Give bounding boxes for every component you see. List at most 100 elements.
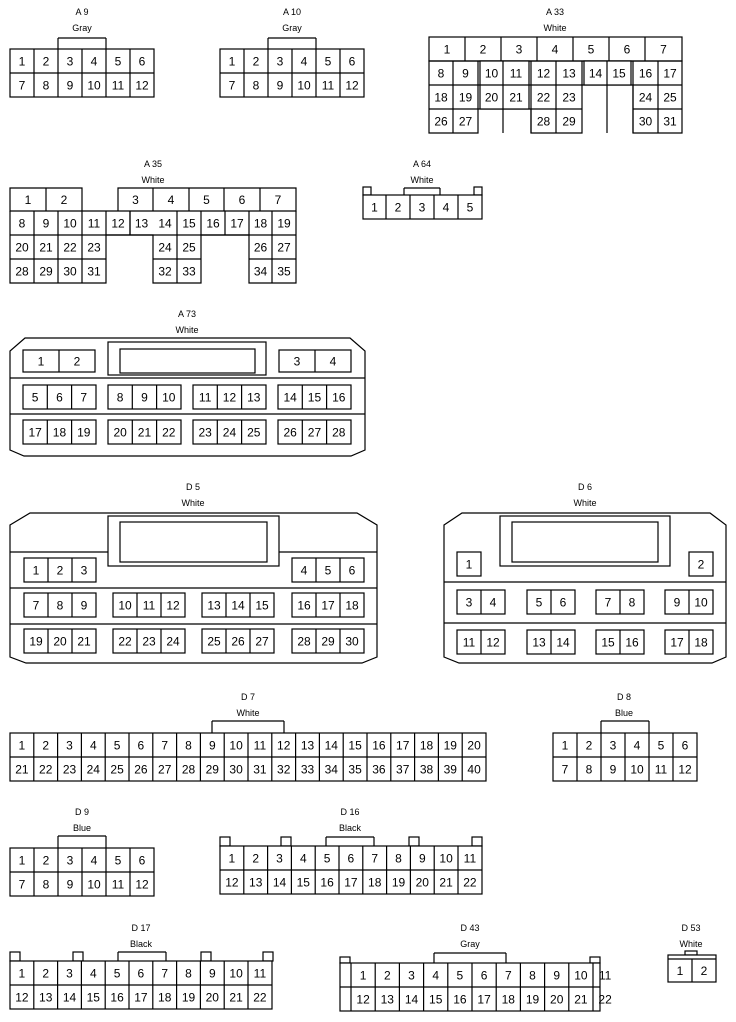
pin-block — [201, 628, 275, 654]
pin-number: 27 — [459, 114, 473, 128]
pin-number: 4 — [90, 966, 97, 980]
pin-number: 3 — [294, 354, 301, 368]
pin-number: 29 — [206, 762, 220, 776]
pin-number: 20 — [206, 990, 220, 1004]
pin-number: 2 — [42, 966, 49, 980]
pin-cell — [456, 551, 482, 577]
pin-number: 5 — [588, 42, 595, 56]
pin-number: 10 — [630, 762, 644, 776]
pin-number: 2 — [42, 738, 49, 752]
connector-code: D 17 — [131, 923, 150, 933]
pin-number: 6 — [349, 563, 356, 577]
pin-number: 25 — [663, 90, 677, 104]
pin-number: 1 — [19, 54, 26, 68]
pin-number: 2 — [701, 964, 708, 978]
pin-number: 22 — [253, 990, 267, 1004]
latch-tab — [72, 951, 84, 962]
pin-number: 6 — [138, 966, 145, 980]
pin-number: 19 — [392, 875, 406, 889]
pin-number: 12 — [135, 78, 149, 92]
pin-number: 18 — [368, 875, 382, 889]
latch-tab — [471, 836, 483, 847]
pin-number: 20 — [467, 738, 481, 752]
pin-number: 4 — [301, 563, 308, 577]
pin-number: 7 — [19, 877, 26, 891]
pin-number: 11 — [254, 966, 267, 980]
pin-number: 21 — [77, 634, 91, 648]
pin-number: 3 — [419, 200, 426, 214]
pin-number: 7 — [33, 598, 40, 612]
latch-tab — [280, 836, 292, 847]
pin-number: 13 — [207, 598, 221, 612]
pin-number: 3 — [516, 42, 523, 56]
pin-number: 4 — [490, 595, 497, 609]
pin-number: 9 — [277, 78, 284, 92]
pin-number: 18 — [434, 90, 448, 104]
pin-number: 27 — [277, 240, 291, 254]
pin-number: 4 — [301, 54, 308, 68]
pin-number: 38 — [420, 762, 434, 776]
pin-number: 28 — [332, 425, 346, 439]
pin-number: 24 — [223, 425, 237, 439]
pin-number: 15 — [348, 738, 362, 752]
pin-number: 1 — [562, 738, 569, 752]
pin-number: 18 — [158, 990, 172, 1004]
pin-number: 6 — [138, 738, 145, 752]
pin-number: 22 — [598, 992, 612, 1006]
pin-number: 40 — [467, 762, 481, 776]
housing-outline — [362, 194, 483, 220]
housing-outline — [428, 60, 683, 134]
pin-number: 9 — [141, 390, 148, 404]
pin-block — [23, 628, 97, 654]
pin-number: 11 — [88, 216, 101, 230]
pin-number: 20 — [550, 992, 564, 1006]
pin-number: 21 — [138, 425, 152, 439]
pin-number: 21 — [574, 992, 588, 1006]
housing-outline — [9, 187, 297, 212]
latch-tab — [9, 951, 21, 962]
pin-number: 11 — [599, 968, 612, 982]
pin-number: 7 — [562, 762, 569, 776]
pin-number: 30 — [639, 114, 653, 128]
pin-number: 1 — [444, 42, 451, 56]
pin-number: 1 — [19, 966, 26, 980]
pin-number: 6 — [139, 853, 146, 867]
pin-number: 28 — [182, 762, 196, 776]
pin-number: 18 — [345, 598, 359, 612]
connector-color: White — [141, 175, 164, 185]
pin-number: 25 — [247, 425, 261, 439]
latch-tab — [408, 836, 420, 847]
pin-block — [22, 419, 97, 445]
connector-color: White — [236, 708, 259, 718]
display-window-inner — [119, 348, 256, 374]
pin-number: 3 — [81, 563, 88, 577]
pin-number: 17 — [134, 990, 148, 1004]
pin-block — [112, 592, 186, 618]
pin-number: 2 — [586, 738, 593, 752]
pin-number: 10 — [87, 877, 101, 891]
pin-number: 10 — [574, 968, 588, 982]
pin-number: 37 — [396, 762, 410, 776]
pin-number: 3 — [67, 853, 74, 867]
pin-number: 8 — [185, 738, 192, 752]
pin-number: 8 — [43, 78, 50, 92]
pin-number: 12 — [166, 598, 180, 612]
connector-color: White — [181, 498, 204, 508]
pin-number: 9 — [67, 877, 74, 891]
pin-number: 17 — [477, 992, 491, 1006]
pin-block — [192, 384, 267, 410]
pin-number: 19 — [29, 634, 43, 648]
pin-number: 17 — [663, 66, 677, 80]
connector-code: A 73 — [178, 309, 196, 319]
pin-block — [192, 419, 267, 445]
pin-number: 13 — [135, 216, 149, 230]
pin-number: 34 — [254, 264, 268, 278]
pin-number: 5 — [536, 595, 543, 609]
pin-number: 10 — [297, 78, 311, 92]
pin-number: 12 — [678, 762, 692, 776]
